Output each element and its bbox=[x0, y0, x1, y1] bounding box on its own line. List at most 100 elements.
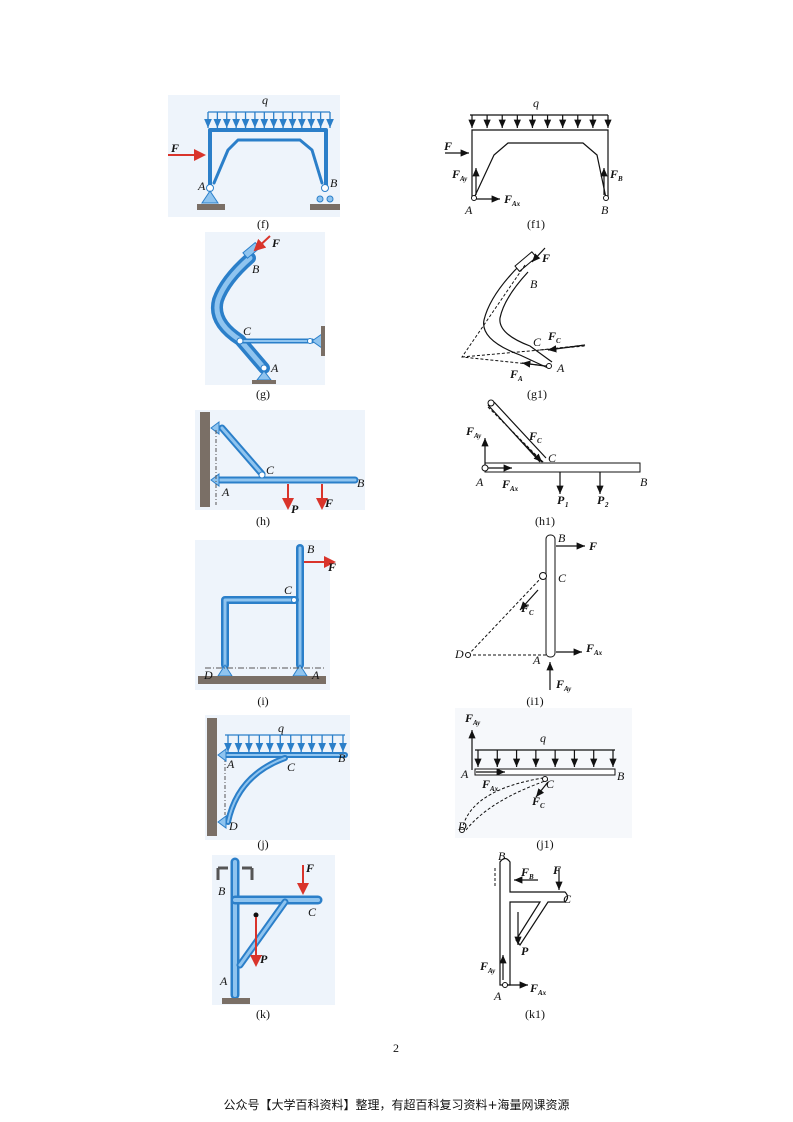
label-figures-j1-B: B bbox=[617, 769, 625, 783]
label-figures-h1-FC-0: F bbox=[528, 429, 537, 443]
label-figures-h1-P2-0: P bbox=[597, 493, 605, 507]
figure-i bbox=[195, 540, 336, 690]
label-figures-k1-P: P bbox=[521, 944, 529, 958]
label-figures-f-A: A bbox=[197, 179, 206, 193]
figure-h1 bbox=[481, 399, 641, 494]
label-figures-h1-B: B bbox=[640, 475, 648, 489]
label-figures-g1-FA-1: A bbox=[517, 375, 523, 383]
label-figures-i1-FC-0: F bbox=[520, 601, 529, 615]
figure-f1 bbox=[445, 114, 612, 203]
label-figures-i1-FC-1: C bbox=[529, 609, 534, 617]
label-figures-g1-FC-0: F bbox=[547, 329, 556, 343]
label-figures-k1-FAx-0: F bbox=[529, 981, 538, 995]
label-figures-i1-D: D bbox=[454, 647, 464, 661]
label-figures-f-q: q bbox=[262, 93, 268, 107]
label-figures-j1-C: C bbox=[546, 777, 555, 791]
label-figures-g-F: F bbox=[271, 236, 280, 250]
label-figures-f1-caption: (f1) bbox=[527, 217, 545, 231]
figure-j1 bbox=[455, 708, 632, 838]
label-figures-k1-FAx-1: Ax bbox=[537, 989, 547, 997]
label-figures-k-B: B bbox=[218, 884, 226, 898]
label-figures-i-A: A bbox=[311, 668, 320, 682]
figure-g1 bbox=[461, 247, 586, 369]
label-figures-i1-FAy-0: F bbox=[555, 677, 564, 691]
label-figures-f1-FB-0: F bbox=[609, 167, 618, 181]
label-figures-k1-F: F bbox=[552, 863, 561, 877]
label-figures-h-B: B bbox=[357, 476, 365, 490]
label-figures-i-caption: (i) bbox=[257, 694, 268, 708]
label-figures-f1-FB-1: B bbox=[617, 175, 623, 183]
label-figures-j1-q: q bbox=[540, 731, 546, 745]
label-figures-i1-B: B bbox=[558, 531, 566, 545]
label-figures-j-C: C bbox=[287, 760, 296, 774]
figure-labels: (f)(f1)(g)(g1)(h)(h1)(i)(i1)(j)(j1)(k)(k… bbox=[170, 93, 648, 1021]
label-figures-k1-FB-0: F bbox=[520, 865, 529, 879]
label-figures-j-B: B bbox=[338, 751, 346, 765]
label-figures-k1-A: A bbox=[493, 989, 502, 1003]
label-figures-i-F: F bbox=[327, 560, 336, 574]
label-figures-i1-caption: (i1) bbox=[526, 694, 543, 708]
label-figures-j1-FAy-1: Ay bbox=[472, 719, 481, 727]
label-figures-j1-FAx-1: Ax bbox=[489, 785, 499, 793]
label-figures-j1-FC-0: F bbox=[531, 794, 540, 808]
label-figures-g1-A: A bbox=[556, 361, 565, 375]
label-figures-g1-F: F bbox=[541, 251, 550, 265]
label-figures-j-D: D bbox=[228, 819, 238, 833]
label-figures-j1-caption: (j1) bbox=[536, 837, 553, 851]
label-figures-j1-FAy-0: F bbox=[464, 711, 473, 725]
label-figures-f1-A: A bbox=[464, 203, 473, 217]
label-figures-k1-caption: (k1) bbox=[525, 1007, 545, 1021]
label-figures-i1-FAy-1: Ay bbox=[563, 685, 572, 693]
label-figures-k-F: F bbox=[305, 861, 314, 875]
label-figures-g1-B: B bbox=[530, 277, 538, 291]
label-figures-j-caption: (j) bbox=[257, 837, 268, 851]
figure-k1 bbox=[494, 857, 569, 989]
label-figures-g1-caption: (g1) bbox=[527, 387, 547, 401]
label-figures-h1-FAy-0: F bbox=[465, 424, 474, 438]
label-figures-f-caption: (f) bbox=[257, 217, 269, 231]
label-figures-i-C: C bbox=[284, 583, 293, 597]
label-figures-i1-A: A bbox=[532, 653, 541, 667]
figure-i1 bbox=[465, 534, 585, 690]
label-figures-j1-FC-1: C bbox=[540, 802, 545, 810]
label-figures-f-F: F bbox=[170, 141, 179, 155]
label-figures-h1-P1-0: P bbox=[557, 493, 565, 507]
label-figures-h1-FAx-1: Ax bbox=[509, 485, 519, 493]
label-figures-k1-FB-1: B bbox=[528, 873, 534, 881]
distributed-load-arrows bbox=[204, 112, 334, 128]
label-figures-f1-FAy-0: F bbox=[451, 167, 460, 181]
label-figures-h-F: F bbox=[324, 496, 333, 510]
label-figures-k-caption: (k) bbox=[256, 1007, 270, 1021]
label-figures-f1-F: F bbox=[443, 139, 452, 153]
label-figures-k1-C: C bbox=[563, 892, 572, 906]
label-figures-g-C: C bbox=[243, 324, 252, 338]
label-figures-f1-FAx-0: F bbox=[503, 192, 512, 206]
label-figures-k1-B: B bbox=[498, 849, 506, 863]
label-figures-f-B: B bbox=[330, 176, 338, 190]
label-figures-g-caption: (g) bbox=[256, 387, 270, 401]
figure-g bbox=[205, 232, 325, 385]
figure-f bbox=[168, 95, 340, 217]
label-figures-h-C: C bbox=[266, 463, 275, 477]
figure-h bbox=[195, 410, 365, 510]
label-figures-h1-FC-1: C bbox=[537, 437, 542, 445]
figure-j bbox=[205, 715, 350, 840]
label-figures-i-D: D bbox=[203, 668, 213, 682]
label-figures-h1-P1-1: 1 bbox=[565, 501, 569, 509]
label-figures-k1-FAy-0: F bbox=[479, 959, 488, 973]
label-figures-f1-B: B bbox=[601, 203, 609, 217]
label-figures-i-B: B bbox=[307, 542, 315, 556]
label-figures-g-B: B bbox=[252, 262, 260, 276]
label-figures-j-A: A bbox=[226, 757, 235, 771]
label-figures-j1-D: D bbox=[457, 819, 467, 833]
label-figures-i1-FAx-0: F bbox=[585, 641, 594, 655]
label-figures-h-P: P bbox=[291, 502, 299, 516]
label-figures-h1-caption: (h1) bbox=[535, 514, 555, 528]
label-figures-h-A: A bbox=[221, 485, 230, 499]
label-figures-f1-FAy-1: Ay bbox=[459, 175, 468, 183]
figure-k bbox=[212, 855, 335, 1005]
footer-text: 公众号【大学百科资料】整理，有超百科复习资料+海量网课资源 bbox=[223, 1098, 570, 1112]
label-figures-i1-F: F bbox=[588, 539, 597, 553]
label-figures-g1-FC-1: C bbox=[556, 337, 561, 345]
